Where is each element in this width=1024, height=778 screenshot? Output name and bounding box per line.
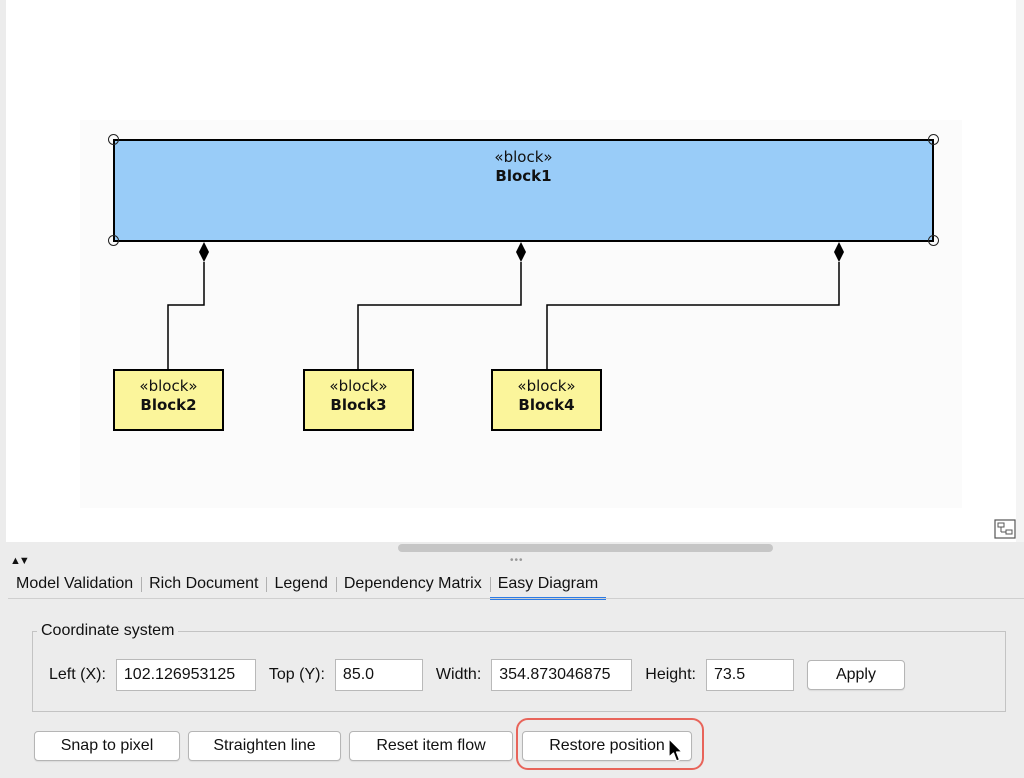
- left-x-input[interactable]: [115, 659, 256, 691]
- block3[interactable]: «block» Block3: [303, 369, 414, 431]
- block4-name: Block4: [518, 396, 575, 414]
- block1-stereotype: «block»: [494, 148, 553, 166]
- resize-handle-top-right[interactable]: [928, 134, 939, 145]
- resize-handle-bottom-right[interactable]: [928, 235, 939, 246]
- apply-button[interactable]: Apply: [806, 660, 905, 690]
- composition-connectors: [167, 242, 844, 370]
- restore-position-button[interactable]: Restore position: [522, 731, 692, 761]
- snap-to-pixel-button[interactable]: Snap to pixel: [34, 731, 180, 761]
- block2[interactable]: «block» Block2: [113, 369, 224, 431]
- bottom-panel-tabs: Model Validation Rich Document Legend De…: [8, 570, 607, 600]
- block3-name: Block3: [330, 396, 387, 414]
- block1-name: Block1: [495, 167, 552, 185]
- connector-block4: [546, 262, 840, 370]
- restore-position-highlight: [516, 718, 704, 770]
- straighten-line-button[interactable]: Straighten line: [188, 731, 341, 761]
- scrollbar-thumb[interactable]: [398, 544, 773, 552]
- diagram-overview-icon[interactable]: [992, 518, 1018, 540]
- tabs-divider: [8, 598, 1024, 599]
- block4[interactable]: «block» Block4: [491, 369, 602, 431]
- block3-stereotype: «block»: [329, 377, 388, 395]
- block2-name: Block2: [140, 396, 197, 414]
- composition-diamond-icon: [199, 242, 209, 262]
- tab-model-validation[interactable]: Model Validation: [16, 575, 134, 592]
- reset-item-flow-button[interactable]: Reset item flow: [349, 731, 513, 761]
- splitter-grip-icon[interactable]: •••: [510, 555, 524, 566]
- block2-stereotype: «block»: [139, 377, 198, 395]
- tab-dependency-matrix[interactable]: Dependency Matrix: [335, 570, 490, 598]
- height-label: Height:: [645, 666, 696, 683]
- canvas-edge: [1016, 0, 1024, 542]
- tab-easy-diagram[interactable]: Easy Diagram: [489, 570, 607, 600]
- composition-diamond-icon: [516, 242, 526, 262]
- coordinate-row: Left (X): Top (Y): Width: Height: Apply: [49, 659, 905, 691]
- top-y-input[interactable]: [334, 659, 423, 691]
- width-input[interactable]: [491, 659, 633, 691]
- mouse-cursor-icon: [668, 738, 683, 762]
- resize-handle-bottom-left[interactable]: [108, 235, 119, 246]
- width-label: Width:: [435, 666, 482, 683]
- block1[interactable]: «block» Block1: [113, 139, 934, 242]
- connector-block2: [167, 262, 205, 370]
- block4-stereotype: «block»: [517, 377, 576, 395]
- split-arrows-icon[interactable]: ▲▼: [10, 555, 30, 567]
- connector-block3: [357, 262, 522, 370]
- top-label: Top (Y):: [268, 666, 325, 683]
- left-label: Left (X):: [49, 666, 106, 683]
- height-input[interactable]: [705, 659, 794, 691]
- composition-diamond-icon: [834, 242, 844, 262]
- tab-rich-document[interactable]: Rich Document: [141, 570, 266, 598]
- coordinate-system-title: Coordinate system: [41, 622, 175, 639]
- tab-legend[interactable]: Legend: [266, 570, 335, 598]
- resize-handle-top-left[interactable]: [108, 134, 119, 145]
- coordinate-system-group: Coordinate system: [32, 622, 1006, 712]
